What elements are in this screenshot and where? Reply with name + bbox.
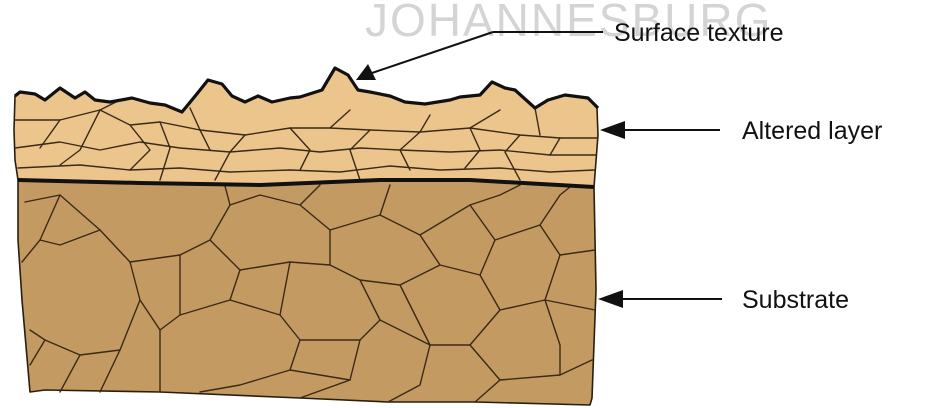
altered-layer-callout: Altered layer	[600, 117, 882, 145]
substrate-callout: Substrate	[598, 286, 849, 314]
surface-texture-label: Surface texture	[614, 19, 784, 47]
substrate-region	[18, 180, 596, 405]
arrowhead-icon	[600, 121, 625, 139]
substrate-label: Substrate	[742, 286, 849, 314]
altered-layer-label: Altered layer	[742, 117, 882, 145]
arrowhead-icon	[598, 290, 623, 308]
